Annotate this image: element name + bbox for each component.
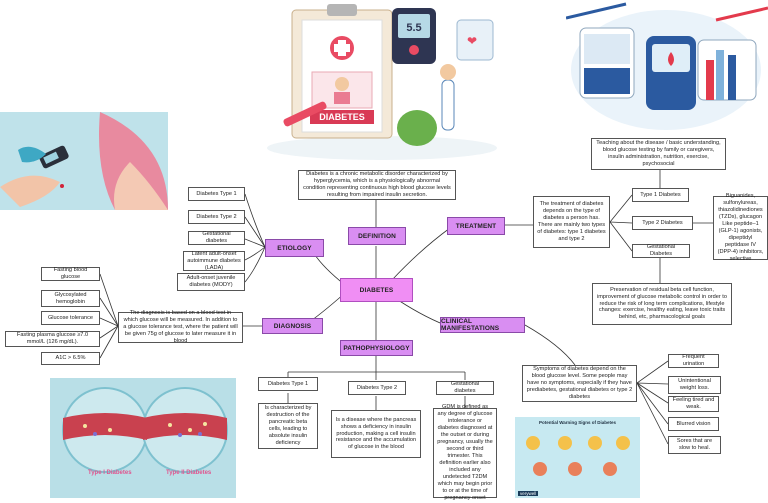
warning-signs-illustration: Potential Warning Signs of Diabetes very… (515, 417, 640, 498)
etiology-item: Diabetes Type 1 (188, 187, 245, 201)
meter-reading: 5.5 (406, 22, 421, 34)
definition-text: Diabetes is a chronic metabolic disorder… (298, 170, 456, 200)
treatment-type: Type 2 Diabetes (632, 216, 693, 230)
diagnosis-text: The diagnosis is based on a blood test i… (118, 310, 243, 344)
etiology-item: Latent adult-onset autoimmune diabetes (… (183, 251, 245, 271)
clinical-item: Frequent urination (668, 354, 719, 368)
treatment-type: Type 1 Diabetes (632, 188, 689, 202)
diagnosis-item: Glucose tolerance (41, 311, 100, 325)
diagnosis-item: Glycosylated hemoglobin (41, 290, 100, 307)
warning-brand-label: verywell (518, 491, 539, 496)
glucometer-illustration (566, 0, 768, 130)
clinical-item: Sores that are slow to heal. (668, 436, 721, 454)
clinical-item: Feeling tired and weak. (668, 396, 719, 412)
etiology-item: Gestational diabetes (188, 231, 245, 245)
svg-text:❤: ❤ (467, 34, 477, 48)
diagnosis-hub: DIAGNOSIS (262, 318, 323, 334)
treatment-type: Gestational Diabetes (632, 244, 690, 258)
diagnosis-item: Fasting blood glucose (41, 267, 100, 281)
treatment-text: The treatment of diabetes depends on the… (533, 196, 610, 248)
patho-type: Gestational diabetes (436, 381, 494, 395)
diabetes-hub: DIABETES (340, 278, 413, 302)
diagnosis-item: Fasting plasma glucose ≥7.0 mmol/L (126 … (5, 331, 100, 347)
type1-vessel-caption: Type I Diabetes (88, 470, 132, 476)
clinical-item: Unintentional weight loss. (668, 376, 721, 394)
clipboard-title: DIABETES (319, 112, 365, 122)
patho-description: Is a disease where the pancreas shows a … (331, 410, 421, 458)
patho-type: Diabetes Type 1 (258, 377, 318, 391)
etiology-hub: ETIOLOGY (265, 239, 324, 257)
treatment-hub: TREATMENT (447, 217, 505, 235)
finger-prick-illustration (0, 112, 168, 210)
treatment-type2-description: Biguanides, sulfonylureas, thiazolidined… (713, 193, 768, 262)
blood-vessel-illustration (50, 378, 236, 498)
patho-description: GDM is defined as any degree of glucose … (433, 404, 497, 501)
pathophysiology-hub: PATHOPHYSIOLOGY (340, 340, 413, 356)
etiology-item: Adult-onset juvenile diabetes (MODY) (177, 273, 245, 291)
clinical-manifestations-hub: CLINICAL MANIFESTATIONS (440, 317, 525, 333)
clinical-text: Symptoms of diabetes depend on the blood… (522, 365, 637, 402)
type2-vessel-caption: Type II Diabetes (166, 470, 212, 476)
treatment-type1-description: Teaching about the disease / basic under… (591, 138, 726, 170)
treatment-gestational-description: Preservation of residual beta cell funct… (592, 283, 732, 325)
diagnosis-item: A1C > 6.5% (41, 352, 100, 365)
diabetes-clipboard-illustration: DIABETES 5.5 ❤ (262, 0, 502, 162)
warning-signs-title: Potential Warning Signs of Diabetes (538, 420, 617, 425)
clinical-item: Blurred vision (668, 417, 719, 431)
definition-hub: DEFINITION (348, 227, 406, 245)
patho-type: Diabetes Type 2 (348, 381, 406, 395)
etiology-item: Diabetes Type 2 (188, 210, 245, 224)
patho-description: Is characterized by destruction of the p… (258, 403, 318, 449)
